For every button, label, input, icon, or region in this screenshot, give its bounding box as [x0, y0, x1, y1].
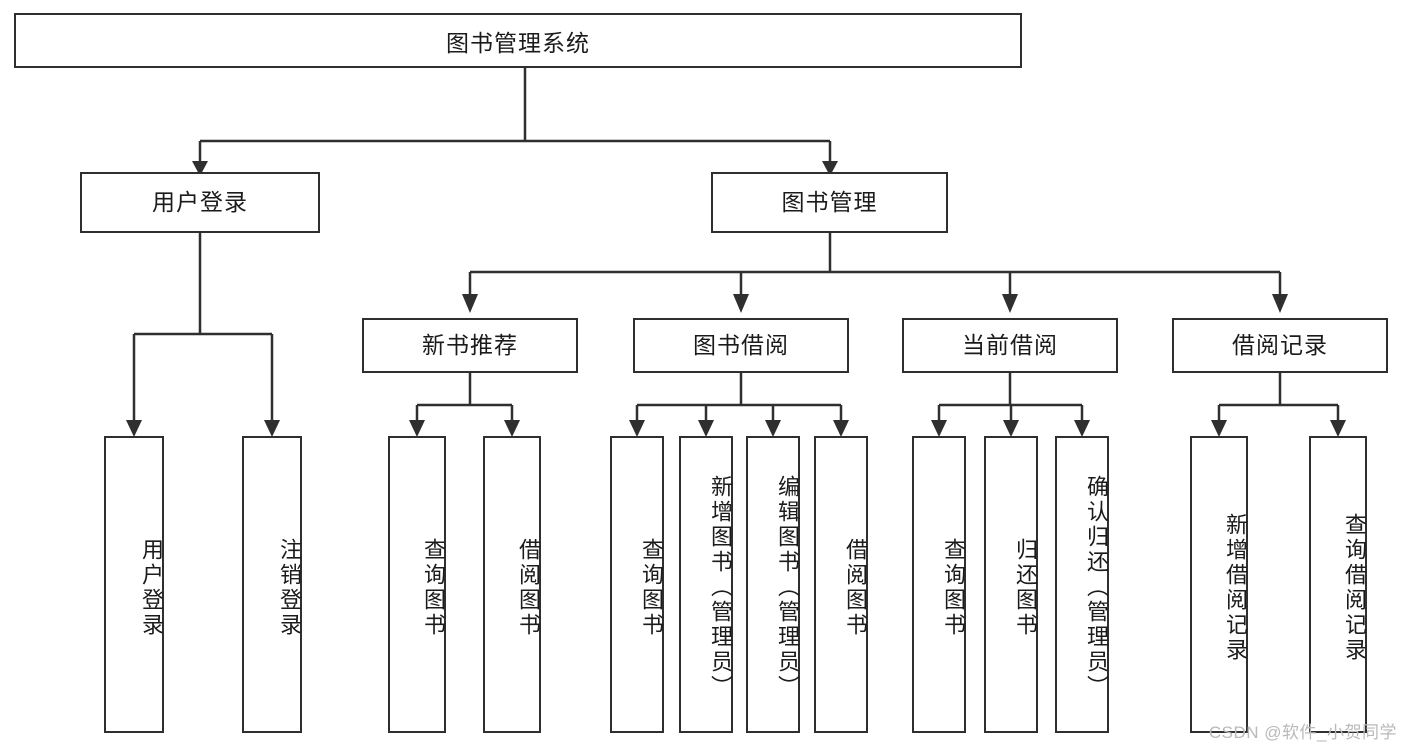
leaf-add-book-admin[interactable]: 新增图书（管理员） — [679, 436, 733, 733]
leaf-add-borrow-record[interactable]: 新增借阅记录 — [1190, 436, 1248, 733]
leaf-query-book-recommend[interactable]: 查询图书 — [388, 436, 446, 733]
leaf-return-book[interactable]: 归还图书 — [984, 436, 1038, 733]
node-user-login[interactable]: 用户登录 — [80, 172, 320, 233]
arrowhead-leaf-query-book-current — [931, 420, 947, 437]
leaf-borrow-book-recommend[interactable]: 借阅图书 — [483, 436, 541, 733]
arrowhead-leaf-query-book-recommend — [409, 420, 425, 437]
leaf-edit-book-admin[interactable]: 编辑图书（管理员） — [746, 436, 800, 733]
arrowhead-book-borrow — [733, 294, 749, 313]
leaf-query-book-borrow-label: 查询图书 — [639, 537, 664, 638]
arrowhead-leaf-logout — [264, 420, 280, 437]
watermark: CSDN @软件_小贺同学 — [1208, 723, 1397, 742]
arrowhead-leaf-add-borrow-record — [1211, 420, 1227, 437]
leaf-borrow-book[interactable]: 借阅图书 — [814, 436, 868, 733]
node-user-login-label: 用户登录 — [152, 188, 248, 215]
leaf-query-book-current-label: 查询图书 — [941, 537, 966, 638]
leaf-borrow-book-label: 借阅图书 — [843, 537, 868, 638]
arrowhead-leaf-add-book-admin — [698, 420, 714, 437]
leaf-query-book-current[interactable]: 查询图书 — [912, 436, 966, 733]
node-book-management-label: 图书管理 — [781, 188, 878, 215]
leaf-confirm-return-admin-label: 确认归还（管理员） — [1084, 475, 1109, 700]
node-book-borrow-label: 图书借阅 — [693, 331, 789, 358]
node-root[interactable]: 图书管理系统 — [14, 13, 1022, 68]
leaf-edit-book-admin-label: 编辑图书（管理员） — [775, 475, 800, 700]
node-borrow-record[interactable]: 借阅记录 — [1172, 318, 1388, 373]
arrowhead-borrow-record — [1272, 294, 1288, 313]
arrowhead-new-book-recommend — [462, 294, 478, 313]
leaf-user-login[interactable]: 用户登录 — [104, 436, 164, 733]
leaf-query-borrow-record-label: 查询借阅记录 — [1342, 512, 1367, 663]
leaf-confirm-return-admin[interactable]: 确认归还（管理员） — [1055, 436, 1109, 733]
arrowhead-leaf-borrow-book-recommend — [504, 420, 520, 437]
leaf-query-book-recommend-label: 查询图书 — [421, 537, 446, 638]
node-current-borrow-label: 当前借阅 — [962, 331, 1058, 358]
node-new-book-recommend[interactable]: 新书推荐 — [362, 318, 578, 373]
arrowhead-leaf-edit-book-admin — [765, 420, 781, 437]
leaf-borrow-book-recommend-label: 借阅图书 — [516, 537, 541, 638]
node-current-borrow[interactable]: 当前借阅 — [902, 318, 1118, 373]
arrowhead-current-borrow — [1002, 294, 1018, 313]
node-borrow-record-label: 借阅记录 — [1232, 331, 1328, 358]
leaf-add-borrow-record-label: 新增借阅记录 — [1223, 512, 1248, 663]
leaf-return-book-label: 归还图书 — [1013, 537, 1038, 638]
node-root-label: 图书管理系统 — [446, 29, 590, 56]
node-book-management[interactable]: 图书管理 — [711, 172, 948, 233]
arrowhead-leaf-return-book — [1003, 420, 1019, 437]
node-new-book-recommend-label: 新书推荐 — [422, 331, 518, 358]
leaf-logout[interactable]: 注销登录 — [242, 436, 302, 733]
leaf-logout-label: 注销登录 — [277, 537, 302, 638]
arrowhead-leaf-query-borrow-record — [1330, 420, 1346, 437]
arrowhead-leaf-borrow-book — [833, 420, 849, 437]
arrowhead-leaf-user-login — [126, 420, 142, 437]
leaf-add-book-admin-label: 新增图书（管理员） — [708, 475, 733, 700]
leaf-user-login-label: 用户登录 — [139, 537, 164, 638]
leaf-query-book-borrow[interactable]: 查询图书 — [610, 436, 664, 733]
arrowhead-leaf-confirm-return-admin — [1074, 420, 1090, 437]
leaf-query-borrow-record[interactable]: 查询借阅记录 — [1309, 436, 1367, 733]
arrowhead-leaf-query-book-borrow — [629, 420, 645, 437]
node-book-borrow[interactable]: 图书借阅 — [633, 318, 849, 373]
